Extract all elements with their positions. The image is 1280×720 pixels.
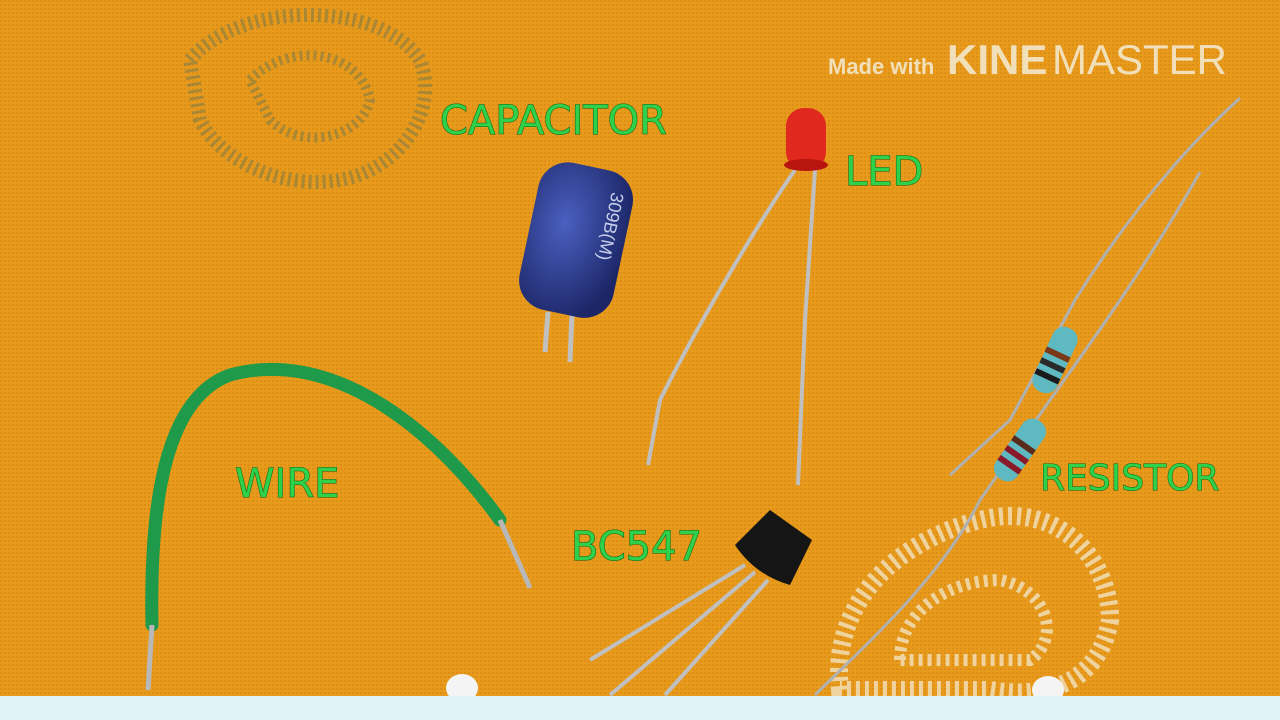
resistors	[813, 96, 1242, 697]
label-resistor: RESISTOR	[1040, 458, 1219, 499]
bc547-transistor	[588, 510, 812, 697]
watermark-brand-light: MASTER	[1052, 36, 1227, 83]
label-capacitor: CAPACITOR	[440, 98, 667, 144]
label-bc547: BC547	[571, 524, 702, 570]
kinemaster-watermark: Made with KINE MASTER	[828, 36, 1227, 83]
label-led: LED	[845, 149, 923, 195]
bottom-white-edge	[0, 696, 1280, 720]
label-wire: WIRE	[235, 461, 339, 507]
white-bead	[446, 674, 478, 702]
paisley-embroidery-top	[182, 8, 433, 189]
jumper-wire	[145, 362, 533, 691]
paisley-embroidery-bottom	[830, 507, 1120, 702]
watermark-prefix: Made with	[828, 54, 934, 79]
led	[646, 108, 828, 486]
capacitor: 309B(M)	[519, 162, 634, 363]
watermark-brand-bold: KINE	[947, 36, 1047, 83]
